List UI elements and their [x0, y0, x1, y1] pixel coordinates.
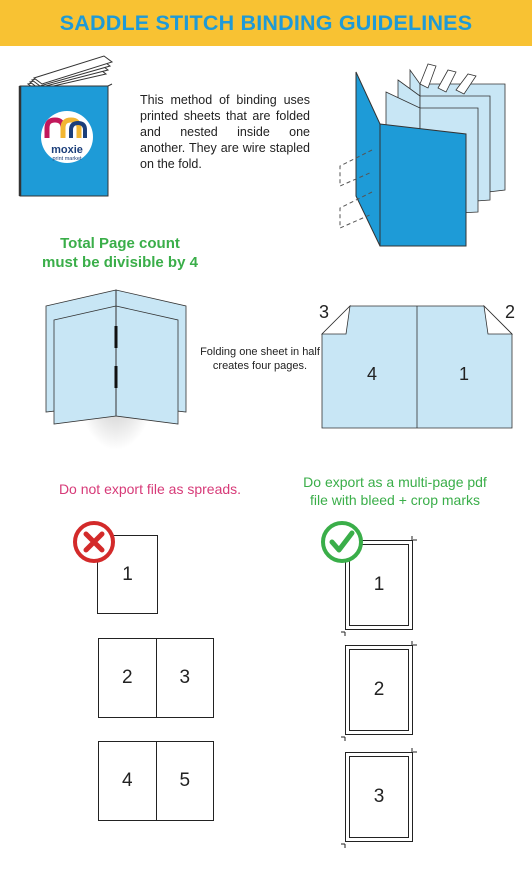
spread-left-page: 4	[99, 742, 157, 820]
check-mark-icon	[321, 521, 363, 563]
logo-tagline: print market	[52, 156, 82, 162]
bleed-box	[349, 649, 409, 731]
fold-note: Folding one sheet in half creates four p…	[200, 346, 320, 372]
do-line1: Do export as a multi-page pdf	[303, 474, 487, 490]
sheet-page-3-label: 3	[318, 302, 329, 322]
sheet-page-2-label: 2	[504, 302, 515, 322]
page-title: SADDLE STITCH BINDING GUIDELINES	[59, 11, 473, 35]
bleed-box	[349, 756, 409, 838]
spread-right-page: 3	[179, 667, 191, 688]
page-count-rule: Total Page count must be divisible by 4	[20, 234, 220, 272]
page-number: 1	[122, 563, 133, 585]
dont-export-spreads: Do not export file as spreads.	[58, 481, 242, 497]
sheet-page-1-label: 1	[458, 364, 469, 384]
do-export-multipage: Do export as a multi-page pdf file with …	[270, 473, 520, 509]
moxie-logo: moxie print market	[41, 117, 93, 162]
do-line2: file with bleed + crop marks	[309, 492, 481, 508]
intro-text: This method of binding uses printed shee…	[140, 93, 310, 171]
page-count-line2: must be divisible by 4	[42, 254, 198, 271]
sheet-page-4-label: 4	[366, 364, 377, 384]
spread-4-5: 4 5	[98, 741, 214, 821]
spread-right-page: 5	[179, 770, 191, 791]
spread-left-page: 2	[99, 639, 157, 717]
logo-name: moxie	[51, 144, 83, 156]
x-mark-icon	[73, 521, 115, 563]
header-bar	[0, 0, 532, 46]
spread-2-3: 2 3	[98, 638, 214, 718]
page-count-line1: Total Page count	[60, 235, 180, 252]
